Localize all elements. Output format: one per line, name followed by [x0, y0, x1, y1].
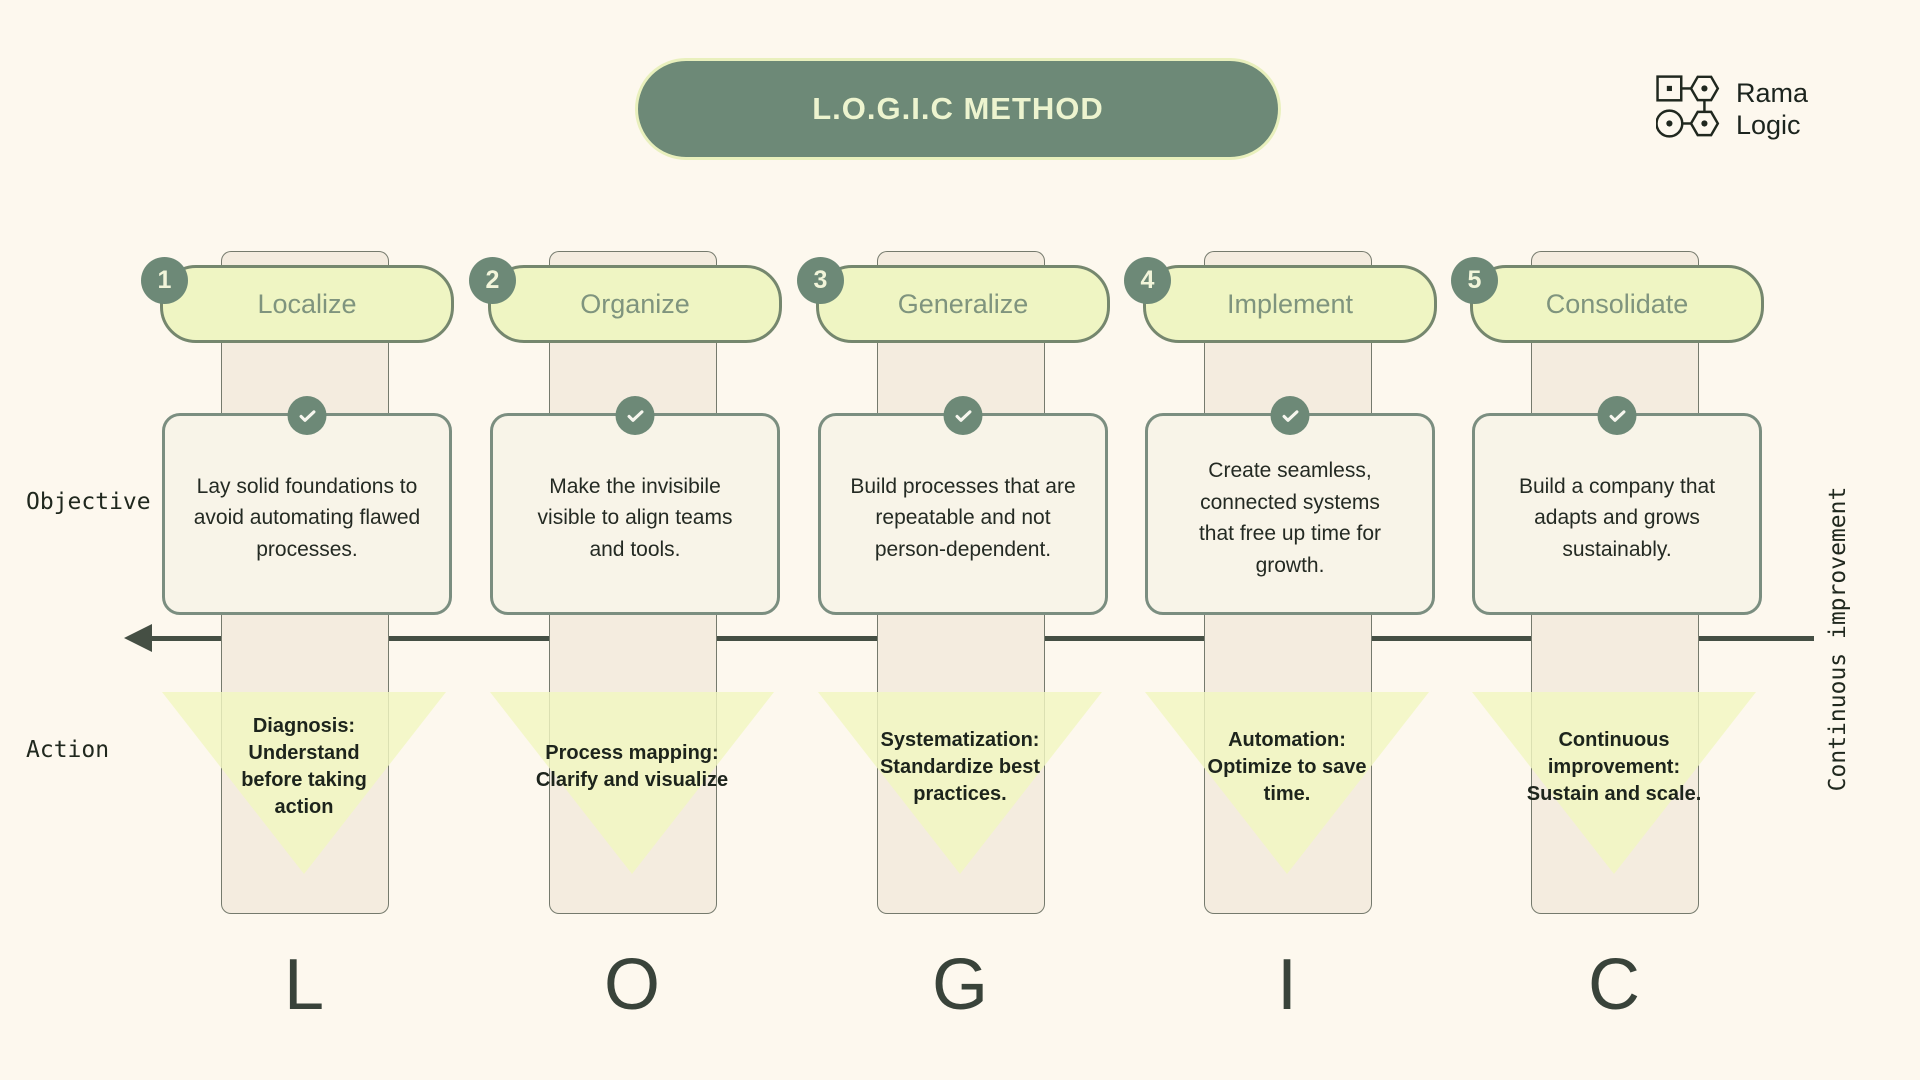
- objective-card: Build a company that adapts and grows su…: [1472, 396, 1762, 615]
- step-title: Organize: [580, 288, 690, 319]
- objective-card: Lay solid foundations to avoid automatin…: [162, 396, 452, 615]
- step-title-pill: Organize: [488, 265, 782, 343]
- objective-row-label: Objective: [26, 489, 151, 515]
- page-title-pill: L.O.G.I.C METHOD: [635, 58, 1281, 160]
- action-row-label: Action: [26, 737, 110, 763]
- step-column-localize: Localize 1 Lay solid foundations to avoi…: [139, 251, 469, 1051]
- step-title-pill: Localize: [160, 265, 454, 343]
- acronym-letter: C: [1588, 945, 1640, 1025]
- continuous-improvement-label: Continuous improvement: [1825, 486, 1851, 792]
- check-icon: [1270, 396, 1310, 435]
- objective-card: Create seamless, connected systems that …: [1145, 396, 1435, 615]
- brand-logo-icon: [1655, 74, 1724, 145]
- objective-text: Lay solid foundations to avoid automatin…: [193, 474, 421, 561]
- objective-text: Create seamless, connected systems that …: [1198, 459, 1382, 577]
- check-icon: [943, 396, 983, 435]
- action-text: Diagnosis: Understand before taking acti…: [241, 715, 367, 818]
- brand-logo: Rama Logic: [1655, 74, 1808, 145]
- step-number-badge: 1: [141, 257, 188, 304]
- step-title-pill: Consolidate: [1470, 265, 1764, 343]
- brand-name-line2: Logic: [1736, 109, 1801, 140]
- step-column-organize: Organize 2 Make the invisibile visible t…: [467, 251, 797, 1051]
- step-number-badge: 2: [469, 257, 516, 304]
- page-title: L.O.G.I.C METHOD: [812, 91, 1104, 126]
- objective-text: Build processes that are repeatable and …: [850, 474, 1076, 561]
- step-number-badge: 4: [1124, 257, 1171, 304]
- objective-card: Build processes that are repeatable and …: [818, 396, 1108, 615]
- action-text: Systematization: Standardize best practi…: [879, 728, 1041, 805]
- check-icon: [1597, 396, 1637, 435]
- step-title: Generalize: [897, 288, 1029, 319]
- step-number-badge: 3: [797, 257, 844, 304]
- acronym-letter: I: [1276, 945, 1297, 1025]
- action-text: Process mapping: Clarify and visualize: [535, 742, 729, 791]
- step-number-badge: 5: [1451, 257, 1498, 304]
- objective-text: Build a company that adapts and grows su…: [1518, 474, 1716, 561]
- step-title: Implement: [1226, 288, 1354, 319]
- step-title-pill: Generalize: [816, 265, 1110, 343]
- objective-text: Make the invisibile visible to align tea…: [537, 474, 733, 561]
- step-column-implement: Implement 4 Create seamless, connected s…: [1122, 251, 1452, 1051]
- step-title: Consolidate: [1545, 288, 1689, 319]
- brand-name-line1: Rama: [1736, 77, 1809, 108]
- check-icon: [615, 396, 655, 435]
- step-title: Localize: [257, 288, 357, 319]
- brand-name: Rama Logic: [1736, 78, 1808, 142]
- arrow-left-icon: [124, 624, 152, 652]
- step-column-generalize: Generalize 3 Build processes that are re…: [795, 251, 1125, 1051]
- objective-card: Make the invisibile visible to align tea…: [490, 396, 780, 615]
- acronym-letter: L: [283, 945, 325, 1025]
- step-title-pill: Implement: [1143, 265, 1437, 343]
- action-text: Continuous improvement: Sustain and scal…: [1526, 728, 1702, 805]
- action-text: Automation: Optimize to save time.: [1207, 728, 1367, 805]
- step-column-consolidate: Consolidate 5 Build a company that adapt…: [1449, 251, 1779, 1051]
- check-icon: [287, 396, 327, 435]
- acronym-letter: G: [931, 945, 988, 1025]
- acronym-letter: O: [603, 945, 660, 1025]
